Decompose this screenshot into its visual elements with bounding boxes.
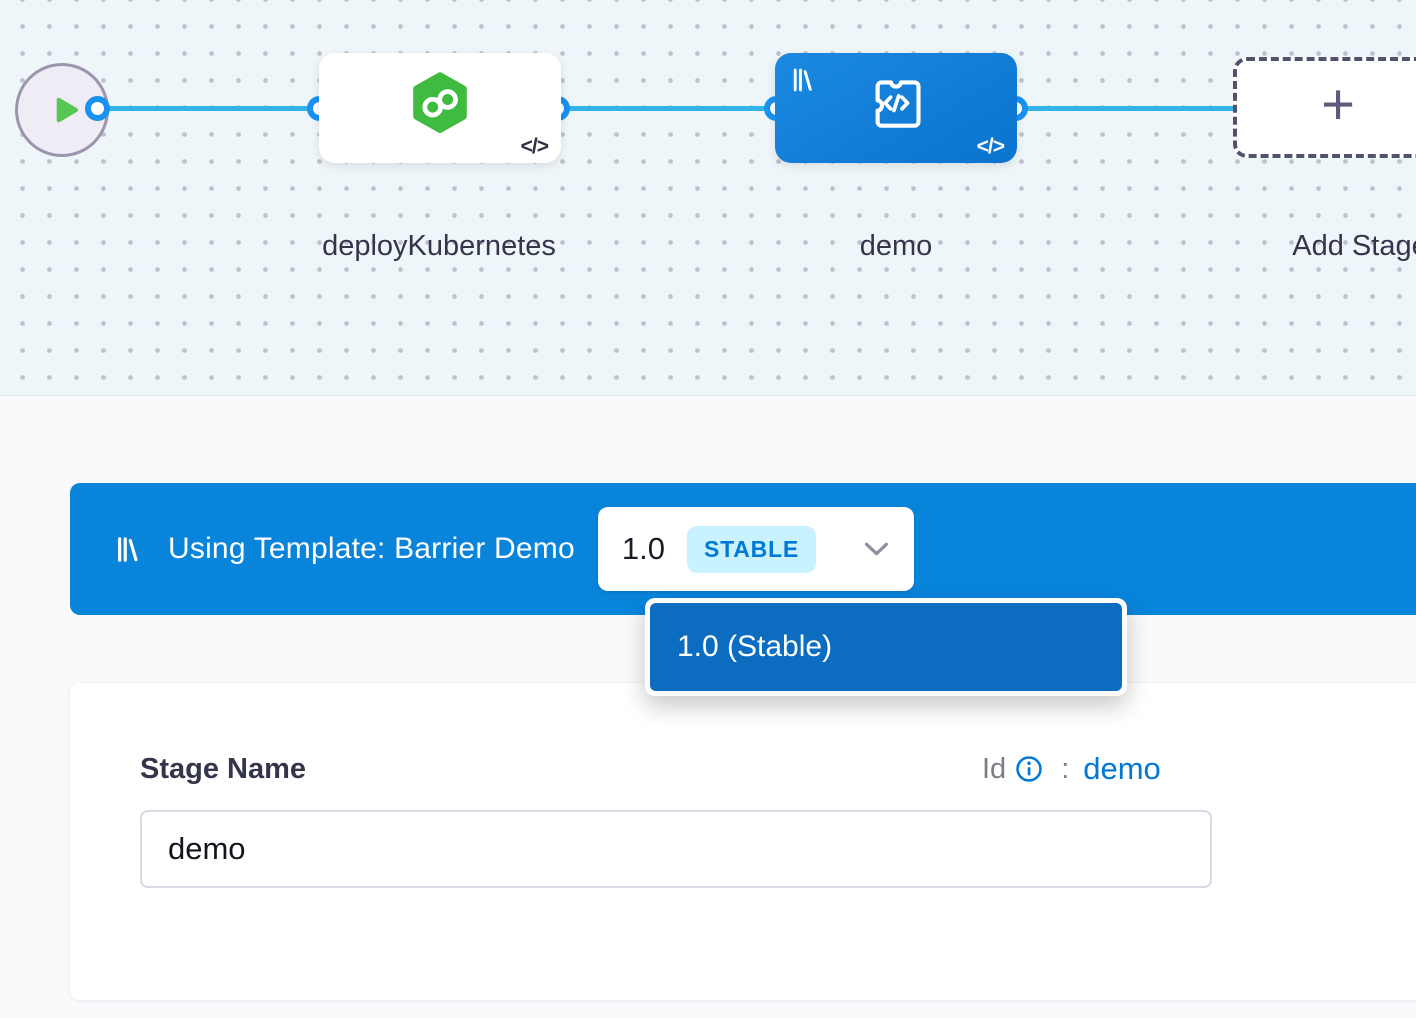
stage-id-value-link[interactable]: demo	[1083, 751, 1161, 786]
play-icon	[56, 97, 79, 123]
add-stage-button[interactable]: +	[1233, 57, 1416, 158]
stage-name-input[interactable]	[140, 810, 1212, 888]
deploy-stage-icon	[413, 72, 467, 133]
stable-badge: STABLE	[686, 525, 817, 573]
template-banner: Using Template: Barrier Demo 1.0 STABLE	[70, 483, 1416, 615]
version-selector[interactable]: 1.0 STABLE	[597, 507, 914, 591]
version-number: 1.0	[621, 531, 665, 566]
chevron-down-icon	[863, 541, 890, 558]
plus-icon: +	[1321, 71, 1355, 137]
edge-demo-to-addstage	[1014, 106, 1238, 111]
stage-node-deploykubernetes[interactable]: </>	[319, 53, 561, 163]
stage-name-label: Stage Name	[140, 753, 307, 785]
id-label: Id	[982, 752, 1007, 785]
info-icon[interactable]	[1015, 755, 1043, 783]
code-view-icon: </>	[976, 134, 1005, 158]
stage-details-panel: Stage Name Id : demo	[70, 683, 1416, 1000]
template-library-icon	[790, 66, 815, 99]
edge-start-to-deploy	[98, 106, 320, 111]
port-start-out[interactable]	[85, 96, 110, 121]
version-option-stable[interactable]: 1.0 (Stable)	[650, 603, 1122, 691]
stage-label-deploykubernetes: deployKubernetes	[322, 230, 556, 262]
version-dropdown-menu: 1.0 (Stable)	[645, 598, 1127, 696]
stage-label-add-stage: Add Stage	[1292, 230, 1416, 262]
template-library-icon	[114, 534, 141, 565]
stage-id-row: Id : demo	[982, 751, 1161, 787]
stage-node-demo[interactable]: </>	[775, 53, 1017, 163]
edge-deploy-to-demo	[558, 106, 777, 111]
code-view-icon: </>	[520, 134, 549, 158]
stage-label-demo: demo	[859, 230, 933, 262]
id-separator: :	[1061, 752, 1070, 785]
pipeline-canvas[interactable]: </> </> + deployKubernetes	[0, 0, 1416, 396]
template-banner-text: Using Template: Barrier Demo	[168, 532, 575, 565]
custom-stage-puzzle-icon	[875, 80, 921, 128]
